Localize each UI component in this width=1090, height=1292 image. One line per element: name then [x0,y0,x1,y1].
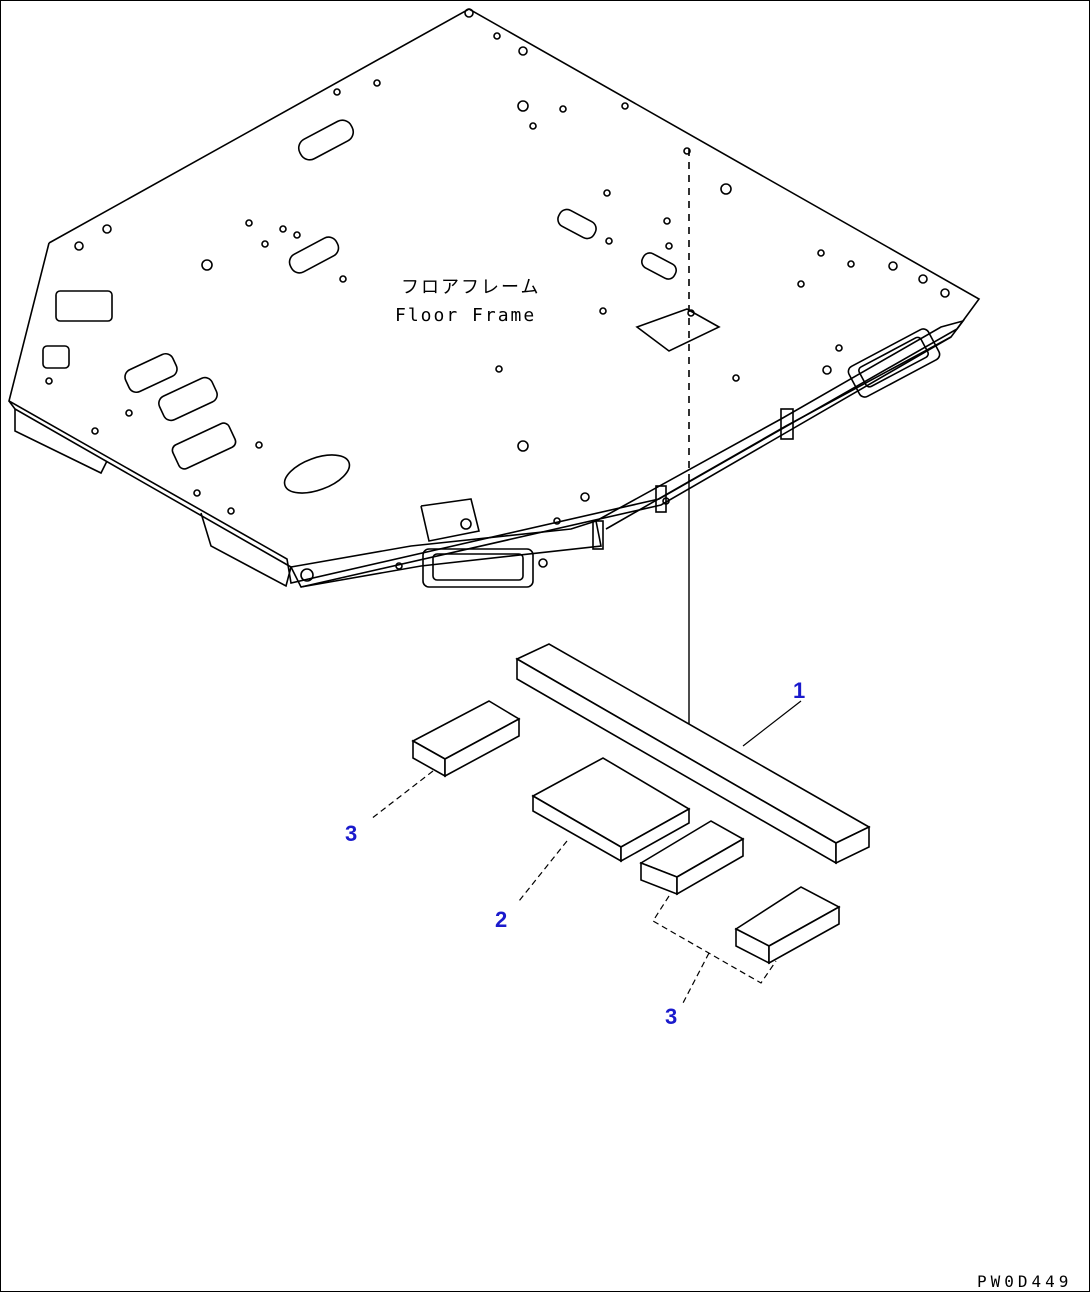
leader-3-right [682,952,710,1004]
callout-3-right: 3 [665,1004,677,1029]
right-bracket-inner [858,336,929,388]
leader-3-left [370,770,434,820]
part-1-long-block [515,643,871,865]
cutout-4 [641,252,677,280]
cutout-3 [557,208,597,240]
callout-2: 2 [495,907,507,932]
front-bracket [422,548,534,588]
leader-3-bracket [652,895,777,984]
floor-frame-lower-rail [200,512,292,588]
cutout-1 [297,119,355,161]
callout-1: 1 [793,678,805,703]
cutout-10 [283,454,351,494]
part-3-block-left [411,700,521,778]
lip-hole [460,518,472,530]
right-beam [595,319,966,530]
front-lip [420,498,480,542]
mounting-holes [45,8,950,582]
floor-frame-front-edge [8,336,952,588]
leader-lines [370,700,802,1004]
part-2-flat-block [531,757,691,863]
cutout-2 [288,236,340,274]
floor-frame-side-rail [14,409,108,475]
cutout-6 [42,345,70,369]
right-bracket [847,328,941,398]
callout-3-left: 3 [345,821,357,846]
cutout-8 [158,376,218,422]
leader-1 [742,700,802,747]
cutout-5 [55,290,113,322]
floor-frame-label-jp: フロアフレーム [401,277,540,298]
front-bracket-inner [432,553,524,581]
floor-frame [8,8,981,588]
small-tab-3 [592,520,604,550]
drawing-code: PW0D449 [977,1272,1072,1291]
cutout-7 [124,352,178,394]
leader-2 [518,840,568,902]
part-3-block-right [734,886,841,965]
parts-group [411,643,871,965]
small-tab-1 [655,485,667,513]
small-tab-2 [780,408,794,440]
part-3-block-middle [639,820,745,896]
floor-frame-label-en: Floor Frame [395,305,536,326]
square-opening [635,308,721,352]
cutout-9 [171,422,237,470]
